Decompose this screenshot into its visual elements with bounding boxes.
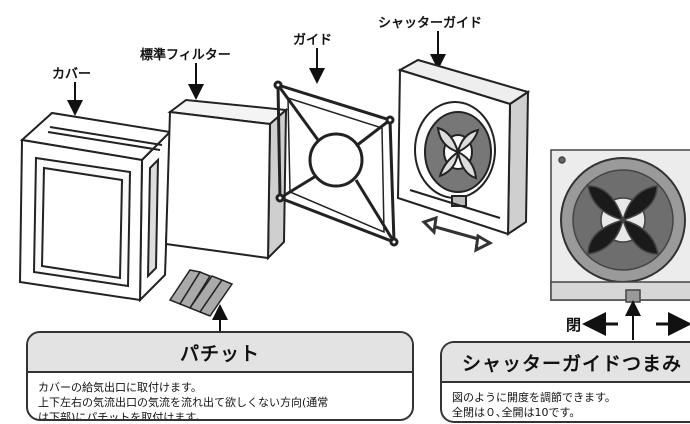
shutter-knob-description: 図のように開度を調節できます。 全閉は０､全開は10です。 — [442, 383, 690, 421]
pachitto-line-1: カバーの給気出口に取付けます。 — [38, 381, 202, 394]
direction-close-label: 閉 — [566, 316, 582, 334]
standard-filter-illustration — [164, 98, 289, 261]
slide-double-arrow — [421, 215, 494, 253]
guide-illustration — [273, 80, 399, 247]
cover-illustration — [18, 111, 173, 303]
shutter-knob-line-1: 図のように開度を調節できます。 — [452, 391, 616, 404]
label-cover: カバー — [52, 67, 92, 82]
shutter-knob-line-2: 全閉は０､全開は10です。 — [452, 406, 581, 419]
label-shutter-guide: シャッターガイド — [378, 16, 483, 31]
label-arrows — [67, 31, 446, 116]
pachitto-line-3: は下部)にパチットを取付けます。 — [38, 411, 207, 421]
shutter-knob-callout: シャッターガイドつまみ 図のように開度を調節できます。 全閉は０､全開は10です… — [440, 341, 690, 423]
label-guide: ガイド — [293, 33, 333, 48]
shutter-knob-title: シャッターガイドつまみ — [442, 343, 690, 383]
shutter-knob-closeup-illustration — [550, 149, 690, 303]
pachitto-callout: パチット カバーの給気出口に取付けます。 上下左右の気流出口の気流を流れ出て欲し… — [26, 331, 414, 421]
pachitto-pieces-illustration — [168, 269, 234, 317]
pachitto-line-2: 上下左右の気流出口の気流を流れ出て欲しくない方向(通常 — [38, 396, 329, 409]
pachitto-title: パチット — [28, 333, 412, 373]
shutter-guide-illustration — [396, 58, 531, 236]
pachitto-description: カバーの給気出口に取付けます。 上下左右の気流出口の気流を流れ出て欲しくない方向… — [28, 373, 412, 421]
label-standard-filter: 標準フィルター — [140, 48, 231, 63]
